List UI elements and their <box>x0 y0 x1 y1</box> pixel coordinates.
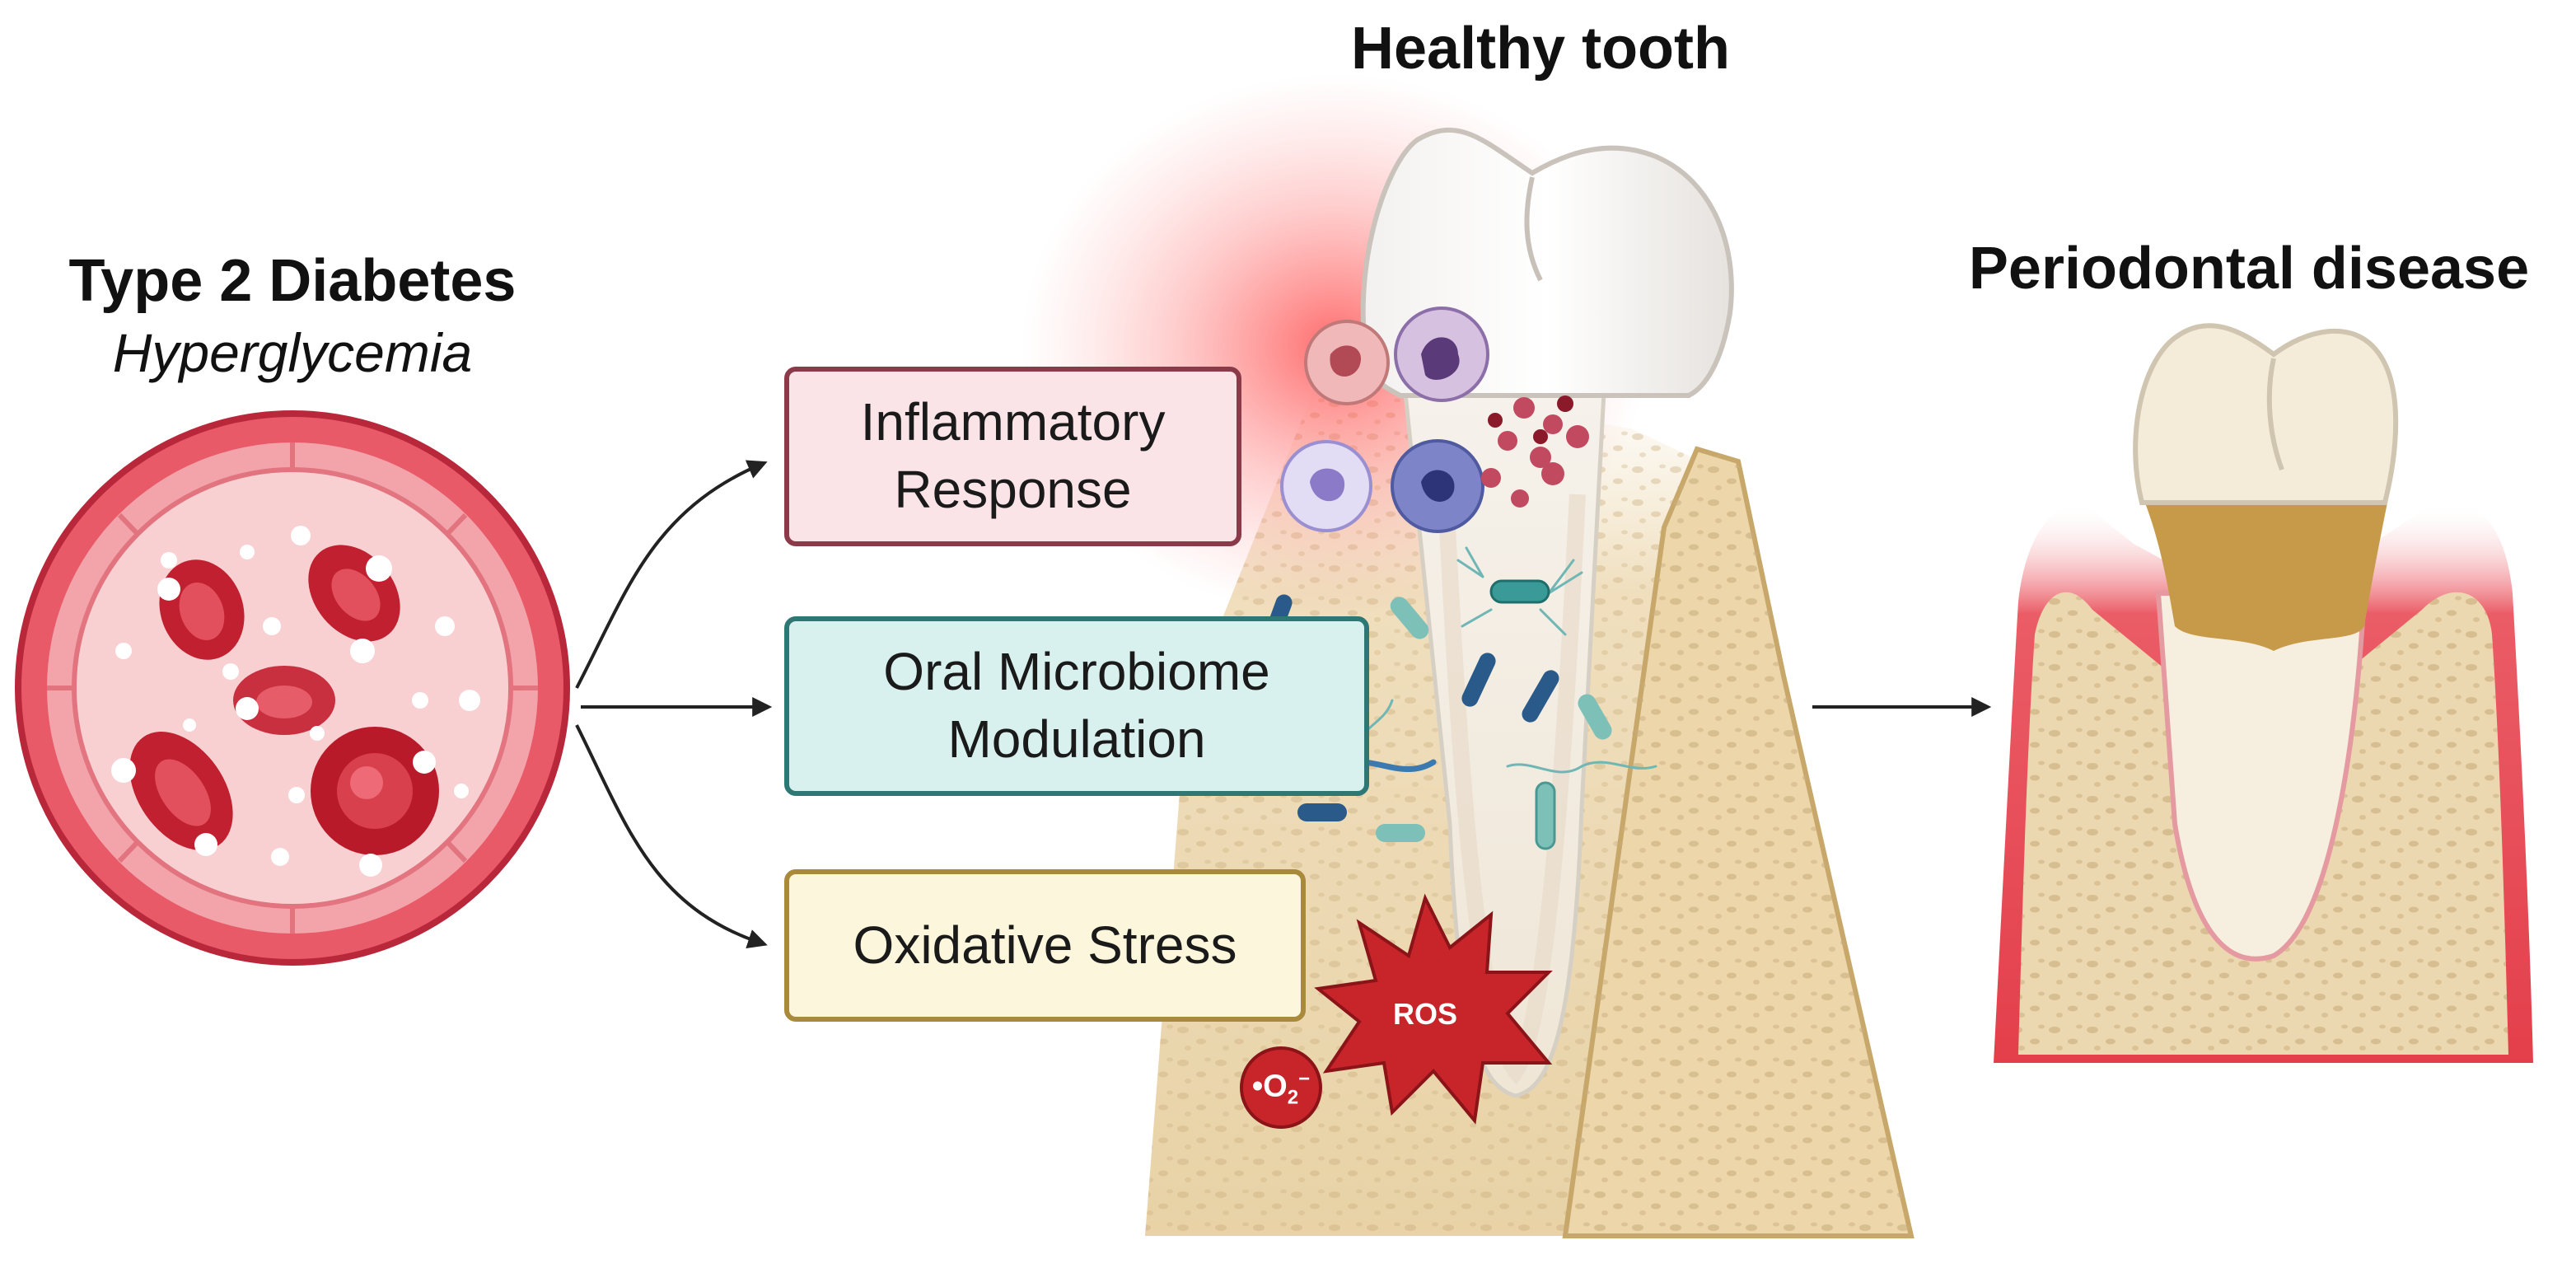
healthy-tooth-title: Healthy tooth <box>1351 16 1730 82</box>
superoxide-label: •O2− <box>1240 1068 1322 1109</box>
oral-microbiome-line1: Oral Microbiome <box>883 642 1270 702</box>
oral-microbiome-line2: Modulation <box>947 709 1206 769</box>
ros-star <box>1314 893 1553 1125</box>
periodontal-disease-title: Periodontal disease <box>1968 236 2530 302</box>
blood-vessel-illustration <box>15 410 570 966</box>
immune-cells <box>1280 307 1589 533</box>
superoxide-circle <box>1240 1046 1322 1129</box>
periodontal-disease-illustration <box>1994 323 2533 1063</box>
inflammatory-response-line1: Inflammatory <box>860 392 1166 452</box>
ros-label: ROS <box>1392 997 1457 1031</box>
inflammatory-response-box: Inflammatory Response <box>784 367 1241 546</box>
inflammatory-response-line2: Response <box>894 460 1132 519</box>
bacteria <box>1261 546 1657 850</box>
healthy-tooth-illustration <box>1022 74 1914 1238</box>
oxidative-stress-box: Oxidative Stress <box>784 869 1306 1022</box>
oral-microbiome-modulation-box: Oral Microbiome Modulation <box>784 616 1369 796</box>
diabetes-subtitle: Hyperglycemia <box>112 322 473 383</box>
superoxide-symbol: •O <box>1251 1069 1288 1104</box>
oxidative-stress-label: Oxidative Stress <box>853 915 1237 975</box>
superoxide-subscript: 2 <box>1287 1086 1299 1109</box>
arrow-to-inflammatory <box>575 460 768 689</box>
diabetes-title: Type 2 Diabetes <box>68 248 517 314</box>
superoxide-superscript: − <box>1298 1068 1311 1090</box>
arrow-to-oxidative <box>575 724 768 949</box>
connector-arrows <box>575 460 1992 949</box>
